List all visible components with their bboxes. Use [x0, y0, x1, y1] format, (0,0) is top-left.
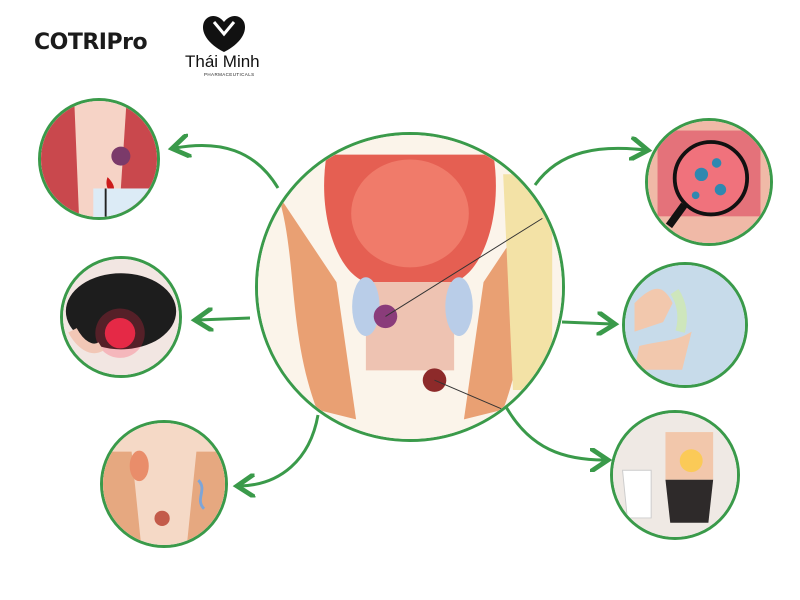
internal-hemorrhoid-illustration	[41, 101, 157, 217]
thai-minh-heart-logo	[202, 16, 246, 52]
arrow-bottom-left	[240, 414, 320, 486]
company-subtitle: PHARMACEUTICALS	[204, 72, 255, 77]
arrow-top-left	[175, 145, 280, 189]
arrow-mid-right	[561, 322, 612, 324]
pain-area-illustration	[63, 259, 179, 375]
center-anatomy-circle	[255, 132, 565, 442]
arrow-mid-left	[198, 318, 251, 320]
external-hemorrhoid-illustration	[103, 423, 225, 545]
company-name: Thái Minh	[185, 52, 260, 71]
toilet-pain-circle	[610, 410, 740, 540]
arrow-top-right	[533, 148, 645, 186]
arrow-bottom-right	[503, 404, 605, 460]
pain-area-circle	[60, 256, 182, 378]
product-name: COTRIPro	[34, 30, 148, 55]
toilet-pain-illustration	[613, 413, 737, 537]
rectum-anatomy-illustration	[258, 135, 562, 439]
bacteria-magnifier-illustration	[648, 121, 770, 243]
cotripro-logo: COTRIPro	[34, 30, 148, 55]
internal-hemorrhoid-circle	[38, 98, 160, 220]
mucus-fingers-illustration	[625, 265, 745, 385]
external-hemorrhoid-circle	[100, 420, 228, 548]
mucus-circle	[622, 262, 748, 388]
infection-circle	[645, 118, 773, 246]
